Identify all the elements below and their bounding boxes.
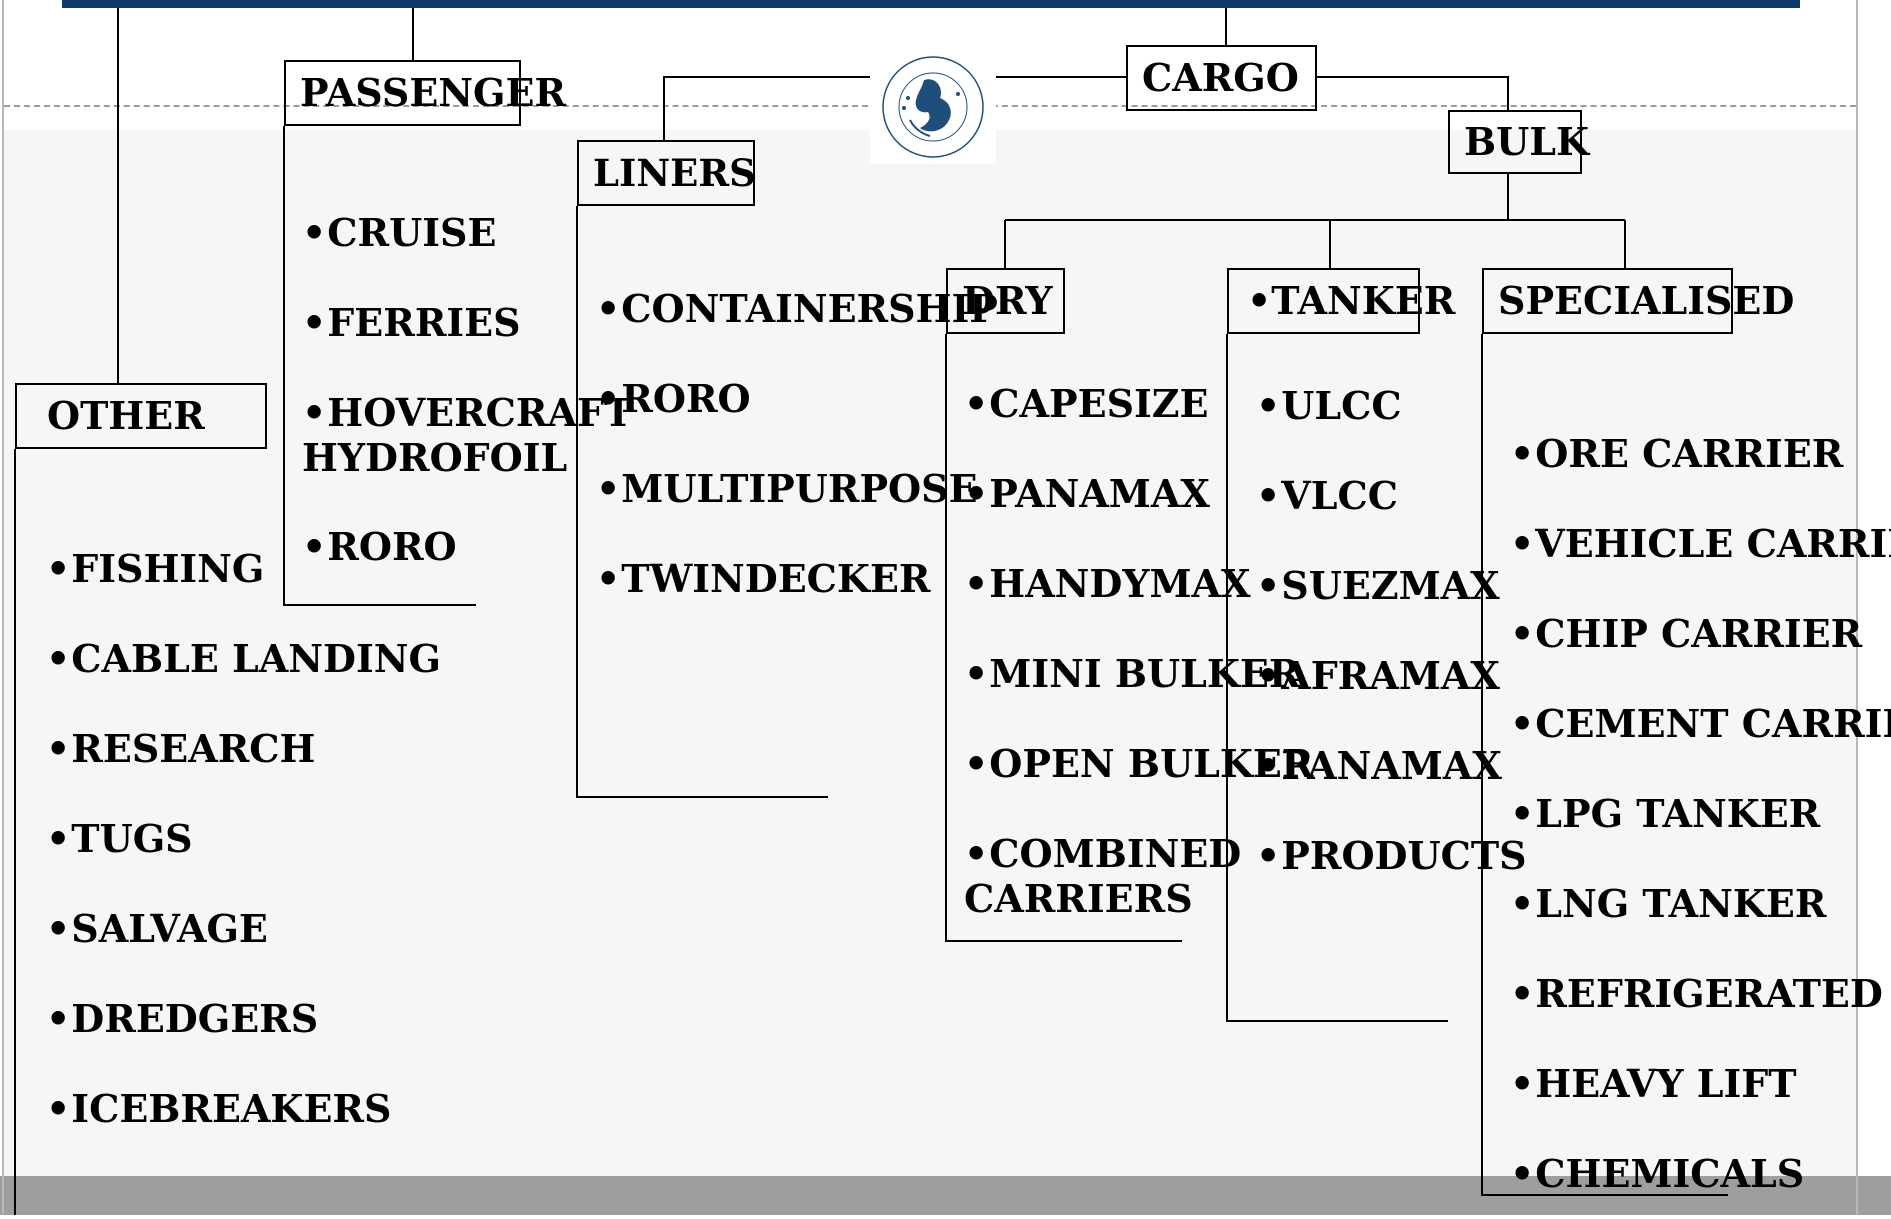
list-item: •LNG TANKER — [1510, 881, 1827, 926]
node-specialised: SPECIALISED — [1482, 268, 1794, 334]
content-background — [4, 130, 1856, 1176]
list-item: •CHEMICALS — [1510, 1151, 1805, 1196]
list-item: •REFRIGERATED — [1510, 971, 1883, 1016]
list-item: •RESEARCH — [46, 726, 316, 771]
node-liners: LINERS — [577, 140, 756, 206]
list-item: •VLCC — [1256, 473, 1398, 518]
list-item: •VEHICLE CARRIER — [1510, 521, 1891, 566]
title-bar — [62, 0, 1800, 8]
node-dry: DRY — [946, 268, 1065, 334]
list-item: •CHIP CARRIER — [1510, 611, 1863, 656]
list-item: •ICEBREAKERS — [46, 1086, 392, 1131]
liners-list: •CONTAINERSHIP •RORO •MULTIPURPOSE •TWIN… — [596, 264, 998, 624]
dry-list: •CAPESIZE •PANAMAX •HANDYMAX •MINI BULKE… — [964, 359, 1313, 921]
list-item: •RORO — [596, 376, 751, 421]
list-item: •MINI BULKER — [964, 651, 1301, 696]
university-logo — [870, 50, 996, 164]
list-item: •PANAMAX — [1256, 743, 1502, 788]
list-item: •OPEN BULKER — [964, 741, 1314, 786]
node-other: OTHER — [15, 383, 267, 449]
list-item: •CABLE LANDING — [46, 636, 441, 681]
university-seal-icon — [882, 56, 984, 158]
list-item: •CEMENT CARRIER — [1510, 701, 1891, 746]
slide-edge-right — [1856, 0, 1858, 1215]
list-item: •DREDGERS — [46, 996, 319, 1041]
list-item: •PANAMAX — [964, 471, 1210, 516]
list-item: •TUGS — [46, 816, 193, 861]
slide-edge-left — [2, 0, 4, 1215]
list-item: •CONTAINERSHIP — [596, 286, 998, 331]
specialised-list: •ORE CARRIER •VEHICLE CARRIER •CHIP CARR… — [1510, 409, 1891, 1219]
list-item: •CAPESIZE — [964, 381, 1209, 426]
list-item: •SUEZMAX — [1256, 563, 1500, 608]
list-item: •SALVAGE — [46, 906, 268, 951]
list-item: •PRODUCTS — [1256, 833, 1527, 878]
list-item: •ORE CARRIER — [1510, 431, 1844, 476]
node-cargo: CARGO — [1126, 45, 1317, 111]
list-item: •HEAVY LIFT — [1510, 1061, 1797, 1106]
list-item: •AFRAMAX — [1256, 653, 1500, 698]
list-item: •FERRIES — [302, 300, 521, 345]
node-bulk: BULK — [1448, 110, 1589, 174]
list-item: •RORO — [302, 524, 457, 569]
list-item: •MULTIPURPOSE — [596, 466, 978, 511]
list-item: •ULCC — [1256, 383, 1402, 428]
node-tanker: •TANKER — [1227, 268, 1455, 334]
list-item: •LPG TANKER — [1510, 791, 1821, 836]
other-list: •FISHING •CABLE LANDING •RESEARCH •TUGS … — [46, 524, 441, 1154]
list-item: •HANDYMAX — [964, 561, 1251, 606]
list-item: •CRUISE — [302, 210, 497, 255]
tanker-list: •ULCC •VLCC •SUEZMAX •AFRAMAX •PANAMAX •… — [1256, 361, 1527, 901]
list-item: •TWINDECKER — [596, 556, 931, 601]
node-passenger: PASSENGER — [284, 60, 566, 126]
list-item: •FISHING — [46, 546, 265, 591]
